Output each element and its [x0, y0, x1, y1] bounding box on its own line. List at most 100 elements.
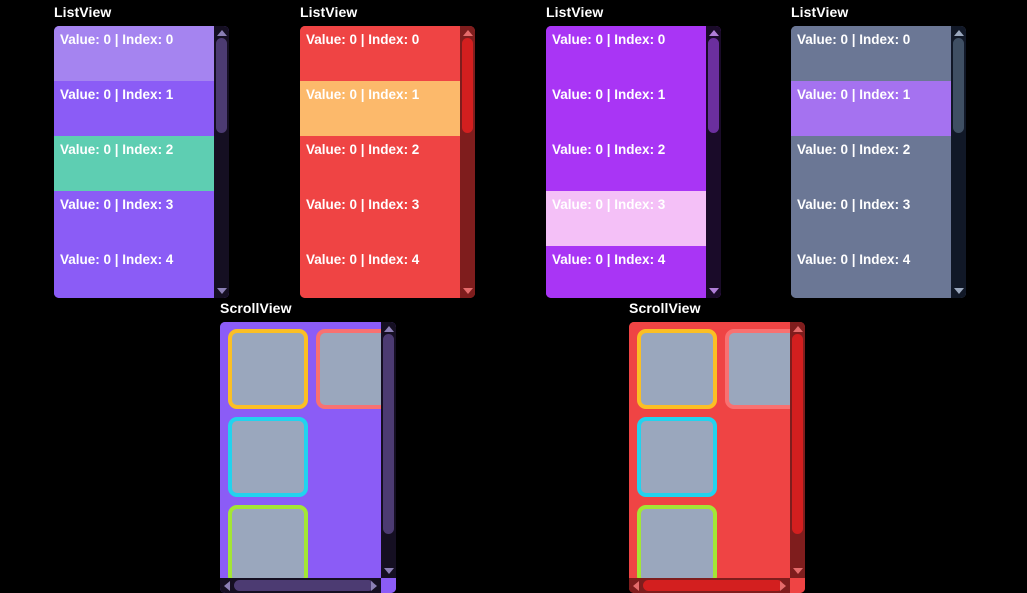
list-item[interactable]: Value: 0 | Index: 3 — [546, 191, 706, 246]
list-item[interactable]: Value: 0 | Index: 4 — [300, 246, 460, 298]
listview-1-vertical-scrollbar[interactable] — [214, 26, 229, 298]
listview-2-title: ListView — [300, 4, 358, 20]
listview-2-vertical-scrollbar[interactable] — [460, 26, 475, 298]
listview-3-vertical-scrollbar[interactable] — [706, 26, 721, 298]
list-item[interactable]: Value: 0 | Index: 3 — [791, 191, 951, 246]
list-item[interactable]: Value: 0 | Index: 0 — [546, 26, 706, 81]
list-item-label: Value: 0 | Index: 3 — [60, 197, 174, 212]
listview-4-scroll-up-arrow-icon[interactable] — [953, 30, 964, 36]
scroll-content-box[interactable] — [637, 417, 717, 497]
scrollview-2-horizontal-scroll-thumb[interactable] — [643, 580, 783, 591]
list-item[interactable]: Value: 0 | Index: 1 — [54, 81, 214, 136]
scrollview-1-scroll-down-arrow-icon[interactable] — [383, 568, 394, 574]
scrollview-2: ScrollView — [629, 300, 805, 593]
listview-2-list[interactable]: Value: 0 | Index: 0 Value: 0 | Index: 1 Va… — [300, 26, 475, 298]
list-item[interactable]: Value: 0 | Index: 2 — [546, 136, 706, 191]
scrollview-2-scroll[interactable] — [629, 322, 805, 593]
scroll-content-box[interactable] — [228, 417, 308, 497]
list-item-label: Value: 0 | Index: 2 — [552, 142, 666, 157]
listview-3-scroll-up-arrow-icon[interactable] — [708, 30, 719, 36]
scrollview-1-scrollbar-corner — [381, 578, 396, 593]
scroll-content-box[interactable] — [228, 505, 308, 578]
listview-1-title: ListView — [54, 4, 112, 20]
list-item-label: Value: 0 | Index: 1 — [60, 87, 174, 102]
scrollview-2-scrollbar-corner — [790, 578, 805, 593]
list-item[interactable]: Value: 0 | Index: 4 — [54, 246, 214, 298]
scrollview-1-scroll-up-arrow-icon[interactable] — [383, 326, 394, 332]
list-item[interactable]: Value: 0 | Index: 4 — [791, 246, 951, 298]
scrollview-2-title: ScrollView — [629, 300, 701, 316]
scrollview-2-vertical-scroll-thumb[interactable] — [792, 334, 803, 534]
listview-3-scroll-down-arrow-icon[interactable] — [708, 288, 719, 294]
listview-3-vertical-scroll-thumb[interactable] — [708, 38, 719, 133]
list-item[interactable]: Value: 0 | Index: 1 — [300, 81, 460, 136]
list-item[interactable]: Value: 0 | Index: 1 — [546, 81, 706, 136]
scrollview-2-horizontal-scrollbar[interactable] — [629, 578, 790, 593]
list-item-label: Value: 0 | Index: 1 — [797, 87, 911, 102]
listview-4-title: ListView — [791, 4, 849, 20]
scroll-content-box[interactable] — [228, 329, 308, 409]
list-item-label: Value: 0 | Index: 2 — [60, 142, 174, 157]
listview-1-vertical-scroll-thumb[interactable] — [216, 38, 227, 133]
scrollview-2-scroll-left-arrow-icon[interactable] — [633, 580, 639, 591]
list-item[interactable]: Value: 0 | Index: 4 — [546, 246, 706, 298]
list-item-label: Value: 0 | Index: 4 — [306, 252, 420, 267]
listview-2-scroll-up-arrow-icon[interactable] — [462, 30, 473, 36]
list-item-label: Value: 0 | Index: 4 — [552, 252, 666, 267]
scrollview-2-content — [629, 322, 790, 578]
listview-2-scroll-down-arrow-icon[interactable] — [462, 288, 473, 294]
listview-2-vertical-scroll-thumb[interactable] — [462, 38, 473, 133]
list-item[interactable]: Value: 0 | Index: 0 — [54, 26, 214, 81]
scrollview-2-scroll-down-arrow-icon[interactable] — [792, 568, 803, 574]
scroll-content-box[interactable] — [637, 329, 717, 409]
list-item-label: Value: 0 | Index: 3 — [797, 197, 911, 212]
scrollview-1-vertical-scrollbar[interactable] — [381, 322, 396, 578]
list-item-label: Value: 0 | Index: 1 — [306, 87, 420, 102]
listview-1-scroll-down-arrow-icon[interactable] — [216, 288, 227, 294]
list-item[interactable]: Value: 0 | Index: 3 — [300, 191, 460, 246]
listview-4-vertical-scroll-thumb[interactable] — [953, 38, 964, 133]
scrollview-1: ScrollView — [220, 300, 396, 593]
list-item[interactable]: Value: 0 | Index: 0 — [300, 26, 460, 81]
scrollview-1-scroll-left-arrow-icon[interactable] — [224, 580, 230, 591]
scrollview-1-scroll-right-arrow-icon[interactable] — [371, 580, 377, 591]
scrollview-1-title: ScrollView — [220, 300, 292, 316]
listview-3-title: ListView — [546, 4, 604, 20]
list-item-label: Value: 0 | Index: 0 — [306, 32, 420, 47]
scrollview-1-horizontal-scroll-thumb[interactable] — [234, 580, 374, 591]
list-item-label: Value: 0 | Index: 0 — [797, 32, 911, 47]
listview-4-scroll-down-arrow-icon[interactable] — [953, 288, 964, 294]
listview-1-list[interactable]: Value: 0 | Index: 0 Value: 0 | Index: 1 Va… — [54, 26, 229, 298]
scroll-content-box[interactable] — [637, 505, 717, 578]
list-item-label: Value: 0 | Index: 0 — [60, 32, 174, 47]
list-item[interactable]: Value: 0 | Index: 2 — [54, 136, 214, 191]
list-item-label: Value: 0 | Index: 2 — [306, 142, 420, 157]
listview-4-list[interactable]: Value: 0 | Index: 0 Value: 0 | Index: 1 Va… — [791, 26, 966, 298]
listview-4-items: Value: 0 | Index: 0 Value: 0 | Index: 1 Va… — [791, 26, 951, 298]
scroll-content-box[interactable] — [725, 329, 790, 409]
list-item[interactable]: Value: 0 | Index: 2 — [300, 136, 460, 191]
scrollview-1-vertical-scroll-thumb[interactable] — [383, 334, 394, 534]
scrollview-1-content — [220, 322, 381, 578]
scrollview-2-scroll-right-arrow-icon[interactable] — [780, 580, 786, 591]
list-item-label: Value: 0 | Index: 4 — [797, 252, 911, 267]
list-item[interactable]: Value: 0 | Index: 0 — [791, 26, 951, 81]
scrollview-2-scroll-up-arrow-icon[interactable] — [792, 326, 803, 332]
scroll-content-box[interactable] — [316, 329, 381, 409]
scrollview-1-vbar-wrap — [381, 322, 396, 578]
scrollview-2-vbar-wrap — [790, 322, 805, 578]
scrollview-1-horizontal-scrollbar[interactable] — [220, 578, 381, 593]
listview-2-items: Value: 0 | Index: 0 Value: 0 | Index: 1 Va… — [300, 26, 460, 298]
scrollview-1-scroll[interactable] — [220, 322, 396, 593]
listview-4-vertical-scrollbar[interactable] — [951, 26, 966, 298]
listview-1-scroll-up-arrow-icon[interactable] — [216, 30, 227, 36]
list-item[interactable]: Value: 0 | Index: 3 — [54, 191, 214, 246]
list-item[interactable]: Value: 0 | Index: 2 — [791, 136, 951, 191]
list-item-label: Value: 0 | Index: 4 — [60, 252, 174, 267]
scrollview-2-vertical-scrollbar[interactable] — [790, 322, 805, 578]
list-item[interactable]: Value: 0 | Index: 1 — [791, 81, 951, 136]
